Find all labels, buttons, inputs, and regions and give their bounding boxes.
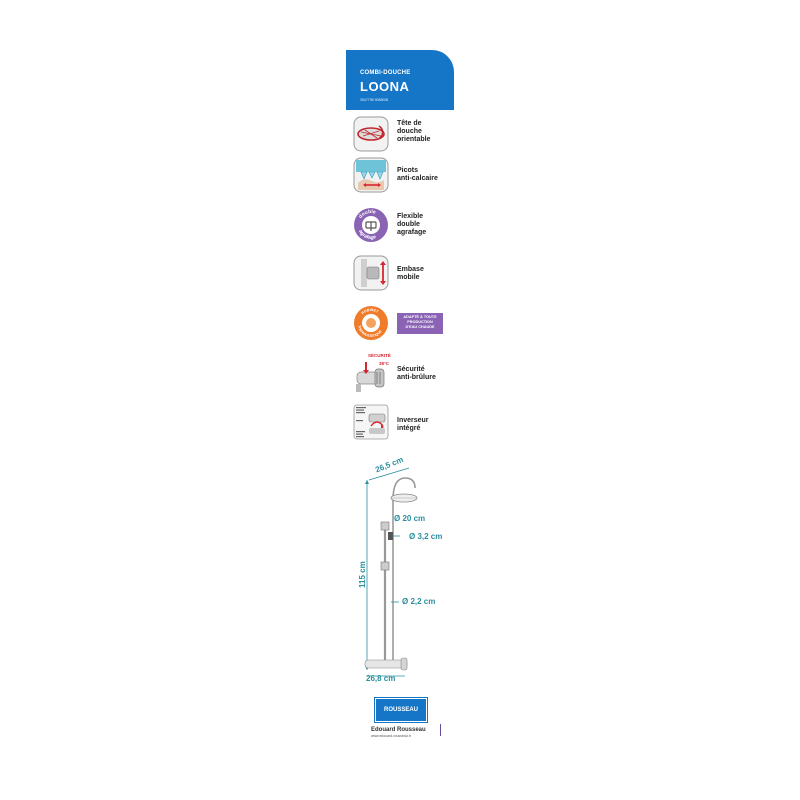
- safety-badge: SÉCURITÉ: [368, 353, 391, 358]
- safety-thermostat-icon: [356, 362, 385, 392]
- hot-water-compatibility-label: ADAPTÉ À TOUTE PRODUCTION D'EAU CHAUDE: [397, 313, 443, 334]
- product-category: COMBI-DOUCHE: [360, 70, 411, 76]
- safety-temperature: 38°C: [379, 361, 390, 366]
- total-height-label: 115 cm: [358, 561, 367, 588]
- feature-label-anti-burn: Sécurité anti-brûlure: [397, 366, 436, 381]
- double-clip-badge-icon: double agrafage: [354, 208, 388, 242]
- brand-name: Edouard Rousseau: [371, 727, 426, 733]
- thermostatic-tap-badge-icon: ROBINET THERMOSTATIQUE: [354, 306, 388, 340]
- shower-head-icon: [353, 116, 389, 152]
- head-diameter-label: Ø 20 cm: [394, 514, 426, 523]
- svg-text:double: double: [358, 209, 377, 220]
- divider: [440, 724, 441, 736]
- anti-scale-nozzles-icon: [353, 157, 389, 193]
- hand-shower-diameter-label: Ø 3,2 cm: [409, 532, 443, 541]
- feature-label-movable-base: Embase mobile: [397, 266, 424, 281]
- product-reference: 3547798 9088008: [360, 98, 389, 102]
- pipe-diameter-label: Ø 2,2 cm: [402, 597, 436, 606]
- brand-url: www.edouard-rousseau.fr: [371, 734, 411, 738]
- product-title: LOONA: [360, 79, 410, 94]
- movable-base-icon: [353, 255, 389, 291]
- product-header: COMBI-DOUCHE LOONA 3547798 9088008: [346, 50, 454, 110]
- feature-label-anti-scale: Picots anti-calcaire: [397, 167, 438, 182]
- rousseau-logo: ROUSSEAU: [374, 697, 428, 723]
- feature-label-double-clip: Flexible double agrafage: [397, 213, 427, 236]
- feature-label-diverter: Inverseur intégré: [397, 417, 429, 432]
- diverter-icon: [353, 404, 389, 440]
- base-width-label: 26,8 cm: [366, 674, 396, 683]
- shower-column-drawing: [364, 467, 418, 677]
- svg-text:ROBINET: ROBINET: [361, 308, 380, 315]
- feature-label-shower-head: Tête de douche orientable: [397, 120, 431, 143]
